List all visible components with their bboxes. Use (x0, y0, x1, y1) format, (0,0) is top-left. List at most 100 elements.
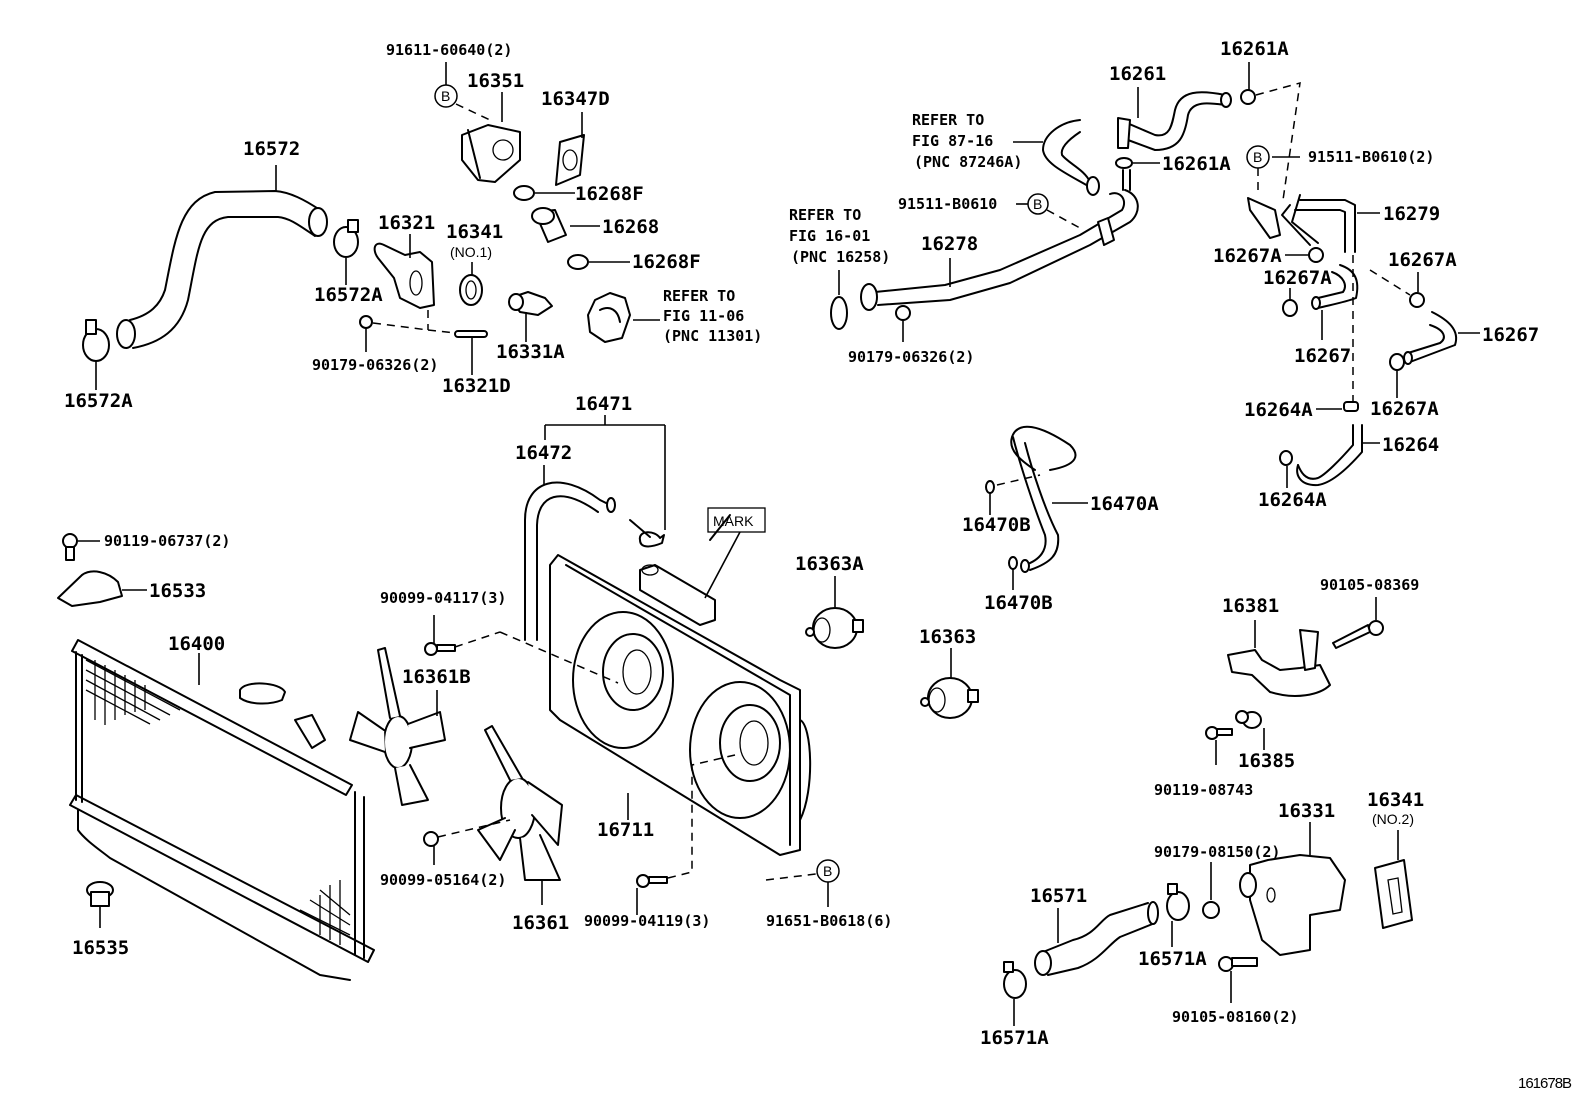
part-label: 16261A (1220, 38, 1289, 60)
hose-clamp-icon[interactable] (1166, 883, 1190, 921)
pipe-16268[interactable] (531, 207, 567, 243)
ref-line: REFER TO (789, 206, 861, 224)
fan-shroud-16711[interactable] (549, 554, 812, 856)
ref-line: REFER TO (912, 111, 984, 129)
water-outlet-16351[interactable] (461, 124, 521, 183)
hose-clamp-icon[interactable] (1003, 961, 1027, 999)
stud-bolt-icon[interactable] (454, 330, 488, 338)
gasket-16341-no2[interactable] (1374, 859, 1413, 929)
part-label: 90099-05164(2) (380, 871, 506, 889)
part-label: 16472 (515, 442, 572, 464)
water-hose-16267-left[interactable] (1311, 264, 1359, 310)
part-label: 16711 (597, 819, 654, 841)
thermostat-sensor-16331a[interactable] (508, 291, 553, 316)
bolt-b-marker (434, 84, 458, 108)
hose-clamp-icon[interactable] (82, 319, 110, 362)
water-hose-16267-right[interactable] (1403, 311, 1458, 365)
nut-icon[interactable] (423, 831, 439, 847)
part-label: 16278 (921, 233, 978, 255)
radiator-cushion-16535[interactable] (86, 881, 114, 907)
part-label: 16267 (1294, 345, 1351, 367)
bracket-16381[interactable] (1227, 629, 1331, 697)
part-label: 16267A (1263, 267, 1332, 289)
ref-line: (PNC 11301) (663, 327, 762, 345)
water-bypass-pipe-16279[interactable] (1247, 194, 1356, 253)
water-inlet-16321[interactable] (373, 242, 435, 309)
bolt-90119-06737[interactable] (62, 533, 78, 561)
part-note: (NO.1) (450, 244, 492, 260)
hose-clamp-icon[interactable] (1282, 299, 1298, 317)
part-label: 16341 (1367, 789, 1424, 811)
clamp-16385[interactable] (1235, 710, 1262, 729)
part-label: 90119-06737(2) (104, 532, 230, 550)
clip-icon[interactable] (1008, 556, 1018, 570)
water-hose-16264[interactable] (1296, 424, 1363, 487)
radiator-assy-16400[interactable] (69, 639, 375, 981)
part-label: 16267A (1370, 398, 1439, 420)
gasket-16347d[interactable] (555, 134, 585, 186)
part-label: 16279 (1383, 203, 1440, 225)
part-label: 16572 (243, 138, 300, 160)
ref-line: FIG 16-01 (789, 227, 870, 245)
reservoir-cap[interactable] (629, 519, 665, 548)
thermostat-housing-ref[interactable] (587, 292, 631, 343)
hose-clamp-icon[interactable] (1308, 247, 1324, 263)
mark-box (707, 507, 766, 533)
hose-clamp-icon[interactable] (1409, 292, 1425, 308)
nut-icon[interactable] (359, 315, 373, 329)
part-label: 16264A (1258, 489, 1327, 511)
part-label: 16267A (1388, 249, 1457, 271)
fan-blade-16361b[interactable] (349, 647, 446, 806)
overflow-hose-16472[interactable] (524, 481, 616, 641)
reservoir-hose-16470a[interactable] (1010, 425, 1077, 573)
part-label: 16321 (378, 212, 435, 234)
part-label: 16261 (1109, 63, 1166, 85)
hose-clamp-icon[interactable] (1240, 89, 1256, 105)
water-inlet-16331[interactable] (1239, 854, 1346, 956)
part-note: (NO.2) (1372, 811, 1414, 827)
hose-clamp-icon[interactable] (1389, 353, 1405, 371)
o-ring-icon[interactable] (513, 185, 535, 201)
hose-clamp-icon[interactable] (1343, 401, 1359, 412)
lower-radiator-hose-16571[interactable] (1034, 901, 1159, 976)
part-label: 90099-04119(3) (584, 912, 710, 930)
fan-blade-16361[interactable] (477, 725, 563, 881)
water-hose-16261[interactable] (1117, 91, 1232, 151)
nut-icon[interactable] (1202, 901, 1220, 919)
radiator-support-16533[interactable] (57, 570, 123, 607)
gasket-ref[interactable] (830, 296, 848, 330)
part-label: 16267A (1213, 245, 1282, 267)
nut-icon[interactable] (895, 305, 911, 321)
upper-radiator-hose[interactable] (116, 190, 328, 349)
bolt-b-label: B (1033, 196, 1042, 212)
ref-line: (PNC 87246A) (914, 153, 1022, 171)
fan-motor-16363[interactable] (920, 677, 979, 719)
bolt-90105-08160[interactable] (1218, 956, 1258, 972)
water-bypass-pipe-16278[interactable] (860, 169, 1139, 311)
o-ring-icon[interactable] (567, 254, 589, 270)
part-label: 16400 (168, 633, 225, 655)
part-label: 16363 (919, 626, 976, 648)
bolt-icon[interactable] (636, 874, 650, 888)
bolt-90119-08743[interactable] (1205, 726, 1233, 740)
bolt-icon[interactable] (424, 642, 438, 656)
clip-icon[interactable] (985, 480, 995, 494)
bolt-90105-08369[interactable] (1332, 620, 1384, 649)
part-label: 16351 (467, 70, 524, 92)
part-label: 16572A (314, 284, 383, 306)
part-label: 16268F (632, 251, 701, 273)
part-label: 16268 (602, 216, 659, 238)
part-label: 16470A (1090, 493, 1159, 515)
gasket-16341-no1[interactable] (459, 274, 483, 306)
bolt-thread (436, 644, 456, 652)
hose-clamp-icon[interactable] (1279, 450, 1293, 466)
heater-hose-ref[interactable] (1042, 119, 1100, 196)
part-label: 16381 (1222, 595, 1279, 617)
part-label: 16470B (962, 514, 1031, 536)
hose-clamp-icon[interactable] (333, 219, 359, 258)
fan-motor-16363a[interactable] (805, 607, 864, 649)
part-label: 16341 (446, 221, 503, 243)
part-label: 16470B (984, 592, 1053, 614)
hose-clamp-icon[interactable] (1115, 157, 1133, 169)
part-label: 16264 (1382, 434, 1439, 456)
